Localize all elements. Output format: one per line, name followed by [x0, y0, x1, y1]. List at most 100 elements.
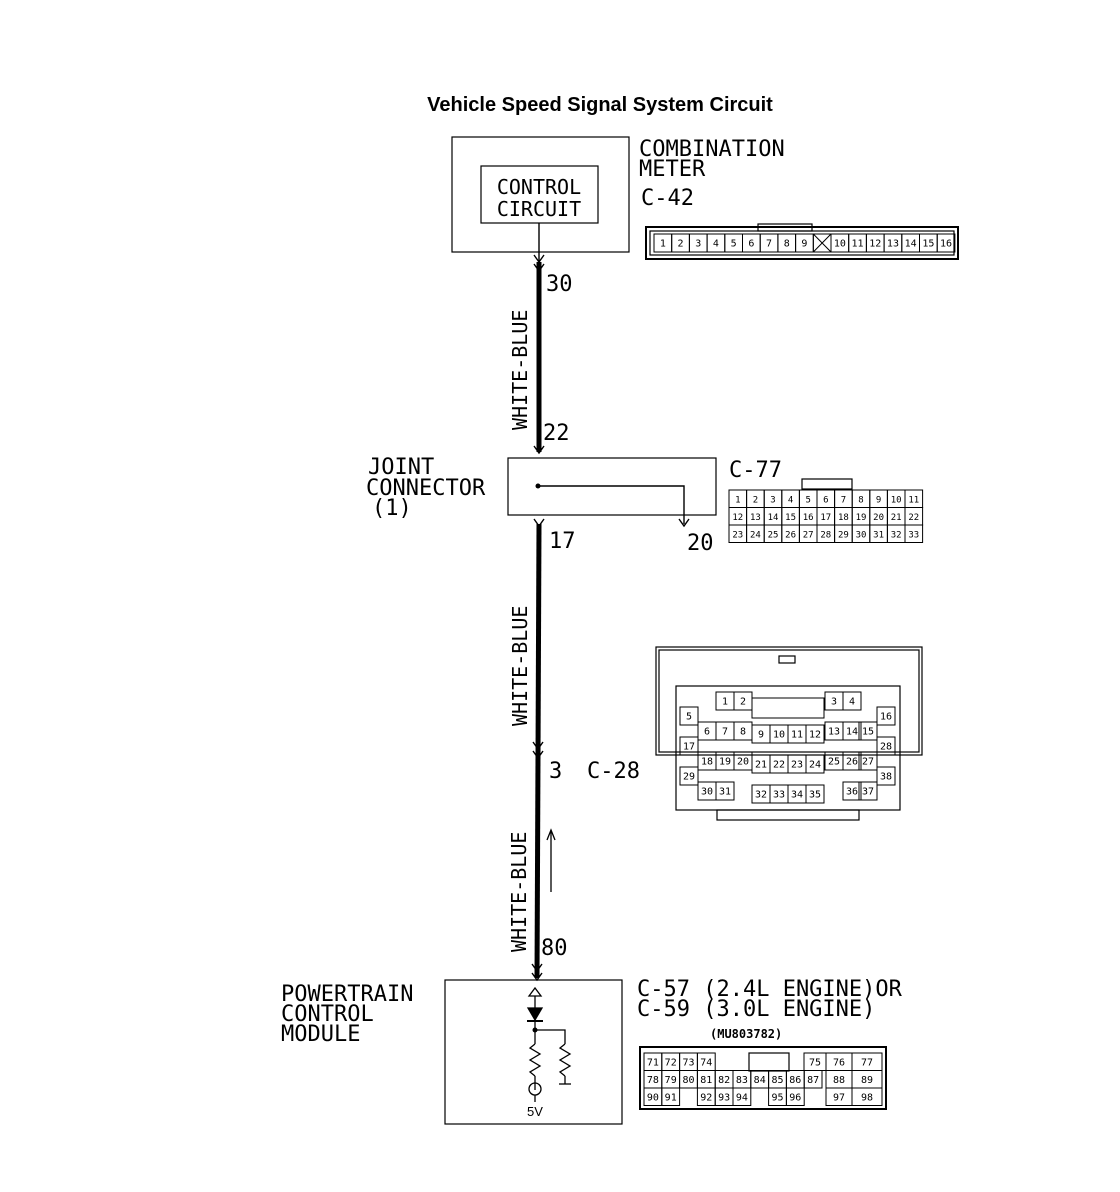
connector-pin: 21 — [755, 760, 767, 771]
connector-pin: 78 — [647, 1075, 659, 1086]
connector-pin: 29 — [683, 772, 695, 783]
connector-pin: 31 — [719, 787, 731, 798]
pcm-box — [444, 979, 623, 1125]
connector-pin: 8 — [784, 239, 790, 250]
connector-pin: 12 — [809, 730, 821, 741]
connector-pin: 14 — [905, 239, 917, 250]
pcm-label-line2: CONTROL — [281, 1002, 374, 1027]
connector-pin: 25 — [768, 530, 779, 540]
connector-c59-label: C-59 (3.0L ENGINE) — [637, 997, 875, 1022]
connector-pin: 27 — [862, 757, 874, 768]
connector-pin: 13 — [750, 513, 761, 523]
connector-pin: 13 — [828, 727, 840, 738]
connector-pin: 75 — [809, 1057, 821, 1068]
connector-pin: 2 — [753, 495, 758, 505]
connector-pin: 14 — [768, 513, 779, 523]
combination-meter-box — [451, 136, 630, 253]
pin-22-label: 22 — [543, 421, 570, 446]
connector-pin: 10 — [834, 239, 846, 250]
connector-pin: 85 — [771, 1075, 783, 1086]
connector-pin: 27 — [803, 530, 814, 540]
pcm-label-line1: POWERTRAIN — [281, 982, 413, 1007]
blocked-cavity-icon — [812, 233, 832, 253]
connector-pin: 4 — [849, 697, 855, 708]
connector-pin: 37 — [862, 787, 874, 798]
connector-pin: 10 — [773, 730, 785, 741]
combination-meter-label-line2: METER — [639, 157, 706, 182]
connector-pin: 20 — [737, 757, 749, 768]
connector-pin: 36 — [846, 787, 858, 798]
connector-pin: 8 — [740, 727, 746, 738]
combination-meter: CONTROL CIRCUIT COMBINATION METER C-42 — [451, 136, 785, 253]
connector-pin: 95 — [771, 1092, 783, 1103]
connector-pin: 82 — [718, 1075, 730, 1086]
connector-pin: 98 — [861, 1092, 873, 1103]
pin-30-label: 30 — [546, 272, 573, 297]
connector-pin: 16 — [880, 712, 892, 723]
pcm-label-line3: MODULE — [281, 1022, 360, 1047]
connector-pin: 34 — [791, 790, 803, 801]
connector-pin: 84 — [754, 1075, 766, 1086]
connector-pin: 1 — [735, 495, 740, 505]
connector-pin: 73 — [682, 1057, 694, 1068]
connector-pin: 15 — [922, 239, 934, 250]
connector-pin: 25 — [828, 757, 840, 768]
connector-pin: 2 — [678, 239, 684, 250]
connector-pin: 32 — [891, 530, 902, 540]
wire-color-label-3: WHITE-BLUE — [507, 832, 531, 952]
connector-c77-label: C-77 — [729, 458, 782, 483]
connector-pin: 11 — [791, 730, 803, 741]
connector-pin: 71 — [647, 1057, 659, 1068]
pin-3-label: 3 — [549, 759, 562, 784]
connector-pin: 12 — [732, 513, 743, 523]
connector-pin: 17 — [683, 742, 695, 753]
connector-pin: 23 — [732, 530, 743, 540]
connector-pin: 93 — [718, 1092, 730, 1103]
diagram-title: Vehicle Speed Signal System Circuit — [427, 94, 773, 116]
connector-pin: 9 — [801, 239, 807, 250]
joint-connector-label-line1: JOINT — [368, 455, 434, 480]
connector-pin: 22 — [908, 513, 919, 523]
connector-pin: 35 — [809, 790, 821, 801]
connector-chevrons — [531, 254, 690, 982]
connector-pin: 79 — [665, 1075, 677, 1086]
joint-connector-label-line2: CONNECTOR — [366, 476, 486, 501]
connector-pin: 11 — [908, 495, 919, 505]
connector-pin: 94 — [736, 1092, 748, 1103]
wire-color-label-2: WHITE-BLUE — [508, 606, 532, 726]
control-circuit-label-line2: CIRCUIT — [497, 197, 581, 221]
connector-pin: 97 — [833, 1092, 845, 1103]
connector-pin: 9 — [876, 495, 881, 505]
connector-pin: 2 — [740, 697, 746, 708]
connector-pin: 12 — [869, 239, 881, 250]
joint-connector-label-line3: (1) — [372, 496, 412, 521]
connector-pin: 86 — [789, 1075, 801, 1086]
connector-pin: 6 — [823, 495, 828, 505]
joint-connector: 22 JOINT CONNECTOR (1) C-77 17 20 — [366, 421, 782, 556]
connector-pin: 21 — [891, 513, 902, 523]
connector-pin: 7 — [722, 727, 728, 738]
wire-color-label-1: WHITE-BLUE — [508, 310, 532, 430]
connector-pin: 32 — [755, 790, 767, 801]
pin-20-label: 20 — [687, 531, 714, 556]
wire-segment-3 — [534, 755, 541, 979]
connector-pin: 28 — [820, 530, 831, 540]
connector-pin: 4 — [713, 239, 719, 250]
connector-pin: 7 — [841, 495, 846, 505]
connector-pin: 18 — [838, 513, 849, 523]
connector-pin: 9 — [758, 730, 764, 741]
joint-branch-wire — [538, 485, 685, 524]
connector-pin: 1 — [722, 697, 728, 708]
connector-pin: 16 — [940, 239, 952, 250]
connector-pin: 96 — [789, 1092, 801, 1103]
connector-pin: 5 — [805, 495, 810, 505]
connector-pin: 19 — [856, 513, 867, 523]
connector-pin: 92 — [700, 1092, 712, 1103]
connector-pin: 77 — [861, 1057, 873, 1068]
connector-pin: 89 — [861, 1075, 873, 1086]
